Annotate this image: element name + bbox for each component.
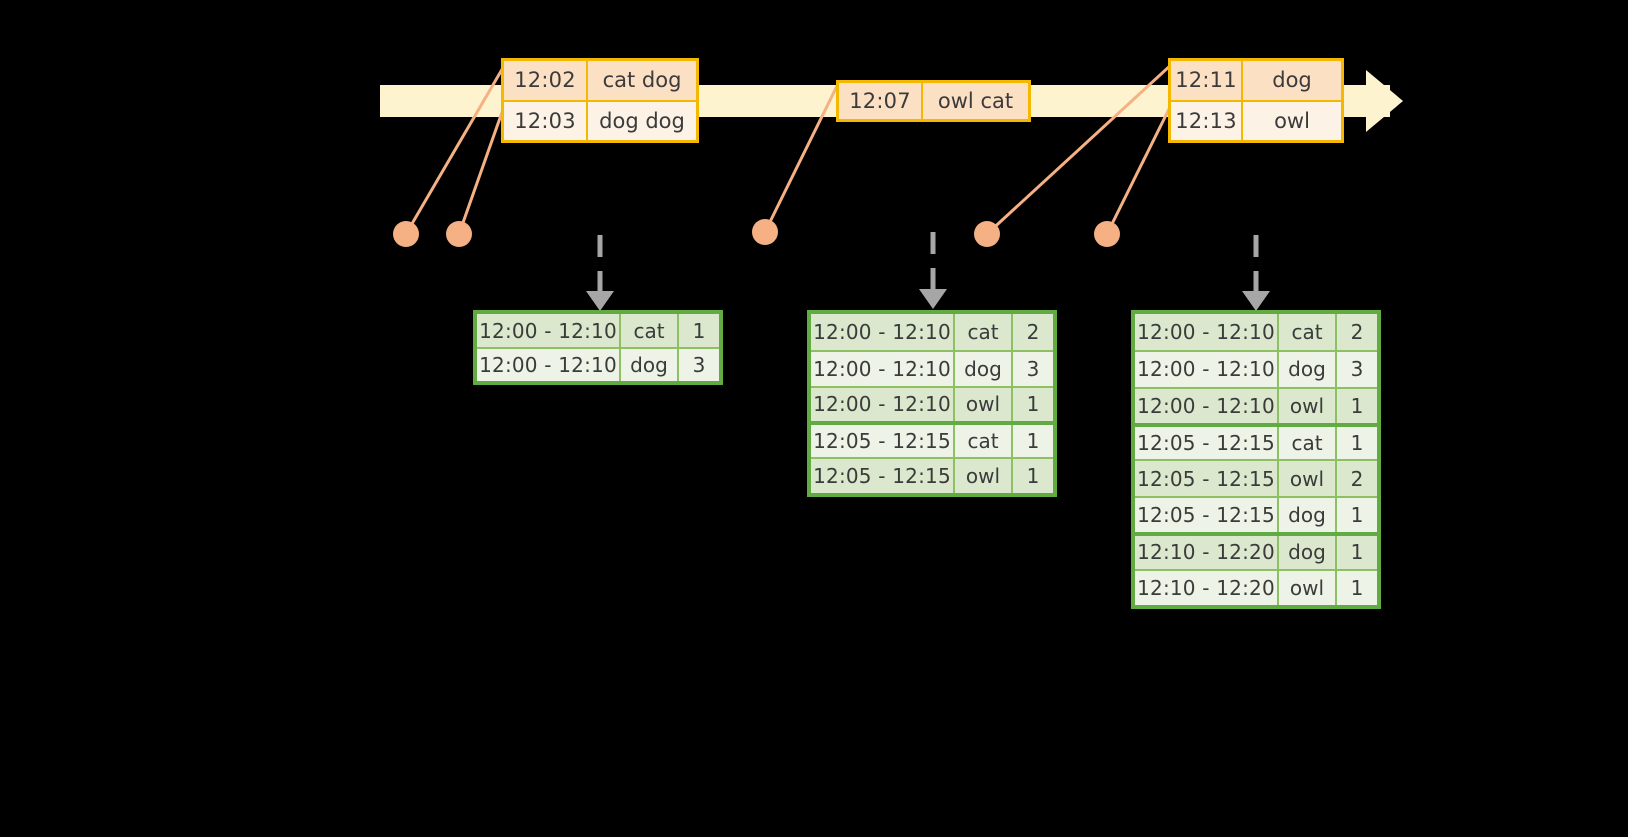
cell-count: 1 [1350,431,1364,456]
cell-count: 1 [1026,464,1040,489]
cell-word: cat [955,425,1013,458]
cell-window: 12:00 - 12:10 [1135,314,1279,351]
cell-word: dog [1279,536,1337,569]
event-words: dog dog [599,108,685,133]
event-row: 12:13 owl [1171,99,1341,140]
trigger-dot-4 [974,221,1000,247]
event-time: 12:03 [504,101,588,140]
cell-window: 12:00 - 12:10 [811,387,955,422]
cell-count: 1 [1350,575,1364,600]
cell-word: dog [955,351,1013,386]
event-time: 12:02 [504,61,588,100]
cell-window: 12:00 - 12:10 [811,351,955,386]
cell-count: 1 [692,318,706,343]
cell-count: 3 [692,353,706,378]
cell-window: 12:05 - 12:15 [811,425,955,458]
event-time: 12:11 [1171,61,1243,100]
event-words: dog [1272,68,1312,93]
cell-count: 1 [1350,502,1364,527]
cell-count: 1 [1026,392,1040,417]
trigger-dot-3 [752,219,778,245]
cell-word: owl [1279,570,1337,605]
cell-count: 1 [1026,429,1040,454]
event-row: 12:03 dog dog [504,99,696,140]
dashed-arrowhead-3 [1242,291,1270,311]
cell-word: dog [1279,497,1337,533]
event-words: owl cat [937,89,1014,113]
event-box-3[interactable]: 12:11 dog 12:13 owl [1168,58,1344,143]
cell-word: dog [1279,352,1337,387]
event-words: owl [1274,108,1310,133]
connector-line-5 [1105,102,1174,235]
cell-word: owl [955,387,1013,422]
event-row: 12:07 owl cat [839,83,1028,119]
trigger-dots [393,219,1120,247]
cell-window: 12:05 - 12:15 [811,459,955,493]
dashed-arrows [597,232,1259,292]
cell-count: 3 [1350,357,1364,382]
cell-count: 2 [1350,466,1364,491]
cell-window: 12:05 - 12:15 [1135,497,1279,533]
event-words: cat dog [602,68,682,93]
event-box-1[interactable]: 12:02 cat dog 12:03 dog dog [501,58,699,143]
cell-word: owl [1279,388,1337,424]
trigger-dot-2 [446,221,472,247]
dashed-arrowhead-2 [919,289,947,309]
cell-window: 12:00 - 12:10 [477,314,621,348]
connector-line-2 [457,100,508,235]
cell-word: cat [621,314,679,348]
dashed-arrow-heads [586,289,1270,311]
cell-window: 12:10 - 12:20 [1135,570,1279,605]
cell-window: 12:00 - 12:10 [811,314,955,350]
trigger-dot-5 [1094,221,1120,247]
trigger-dot-1 [393,221,419,247]
cell-word: dog [621,349,679,381]
cell-word: owl [955,459,1013,493]
cell-count: 1 [1350,540,1364,565]
cell-window: 12:00 - 12:10 [477,349,621,381]
cell-word: cat [955,314,1013,350]
cell-window: 12:05 - 12:15 [1135,461,1279,496]
event-row: 12:11 dog [1171,61,1341,100]
cell-count: 1 [1350,393,1364,418]
cell-window: 12:00 - 12:10 [1135,388,1279,424]
event-box-2[interactable]: 12:07 owl cat [836,80,1031,122]
cell-window: 12:00 - 12:10 [1135,352,1279,387]
cell-count: 2 [1350,320,1364,345]
event-row: 12:02 cat dog [504,61,696,100]
cell-count: 2 [1026,319,1040,344]
cell-word: cat [1279,314,1337,351]
cell-window: 12:10 - 12:20 [1135,536,1279,569]
cell-window: 12:05 - 12:15 [1135,427,1279,460]
dashed-arrowhead-1 [586,291,614,311]
cell-count: 3 [1026,356,1040,381]
cell-word: cat [1279,427,1337,460]
cell-word: owl [1279,461,1337,496]
event-time: 12:13 [1171,101,1243,140]
event-time: 12:07 [839,83,923,119]
